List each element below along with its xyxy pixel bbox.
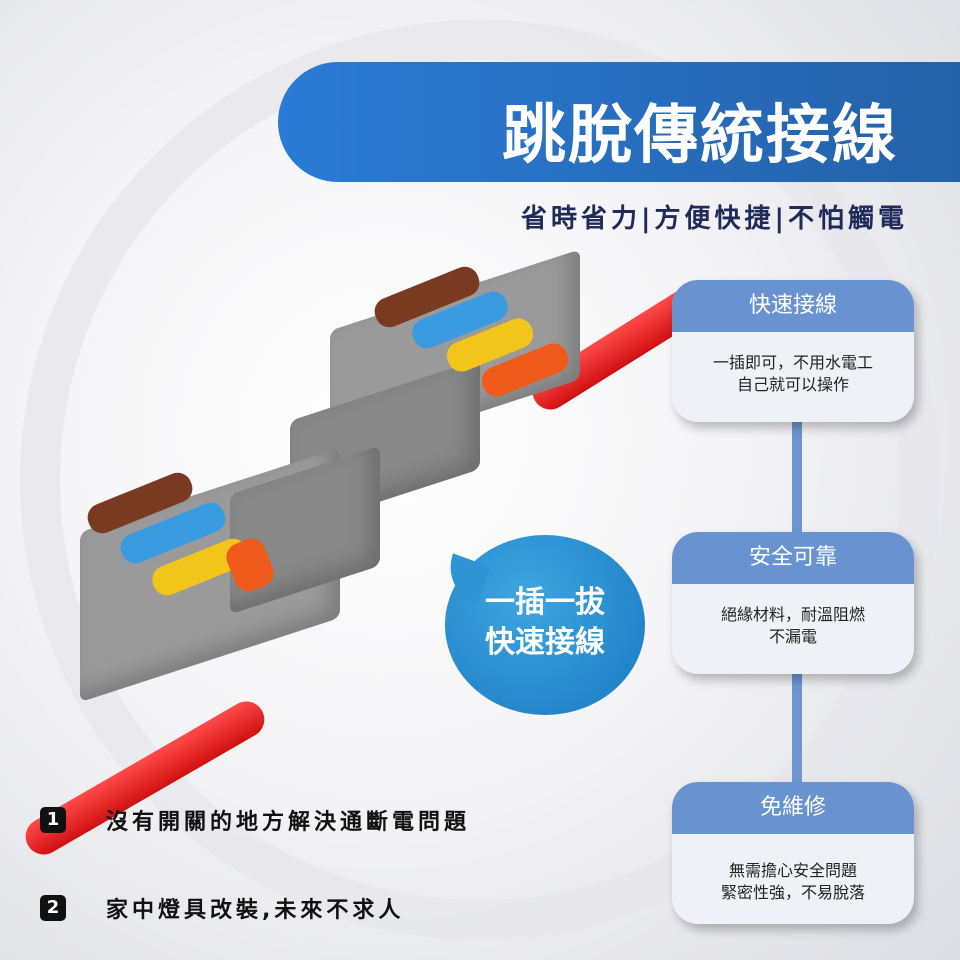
bullet-item: 2 家中燈具改裝,未來不求人 <box>40 892 404 924</box>
subtitle: 省時省力|方便快捷|不怕觸電 <box>521 204 908 234</box>
bullet-number: 1 <box>40 807 66 833</box>
card-text: 一插即可，不用水電工 <box>712 353 873 372</box>
card-text: 緊密性強，不易脫落 <box>720 883 865 902</box>
bullet-item: 1 沒有開關的地方解決通斷電問題 <box>40 804 470 836</box>
feature-card: 安全可靠絕緣材料，耐溫阻燃不漏電 <box>672 532 914 674</box>
bubble-line: 快速接線 <box>485 625 605 660</box>
page-title: 跳脫傳統接線 <box>502 99 898 173</box>
title-banner: 跳脫傳統接線 <box>278 62 960 182</box>
speech-bubble: 一插一拔快速接線 <box>445 535 645 715</box>
card-heading: 快速接線 <box>672 280 914 332</box>
bubble-line: 一插一拔 <box>485 585 605 620</box>
card-text: 不漏電 <box>768 627 817 646</box>
card-heading: 免維修 <box>672 782 914 834</box>
card-text: 絕緣材料，耐溫阻燃 <box>720 605 865 624</box>
card-text: 無需擔心安全問題 <box>728 861 857 880</box>
bullet-number: 2 <box>40 895 66 921</box>
feature-card: 免維修無需擔心安全問題緊密性強，不易脫落 <box>672 782 914 924</box>
card-heading: 安全可靠 <box>672 532 914 584</box>
bullet-text: 沒有開關的地方解決通斷電問題 <box>106 810 471 835</box>
feature-card: 快速接線一插即可，不用水電工自己就可以操作 <box>672 280 914 422</box>
card-text: 自己就可以操作 <box>736 375 849 394</box>
bullet-text: 家中燈具改裝,未來不求人 <box>106 898 405 923</box>
